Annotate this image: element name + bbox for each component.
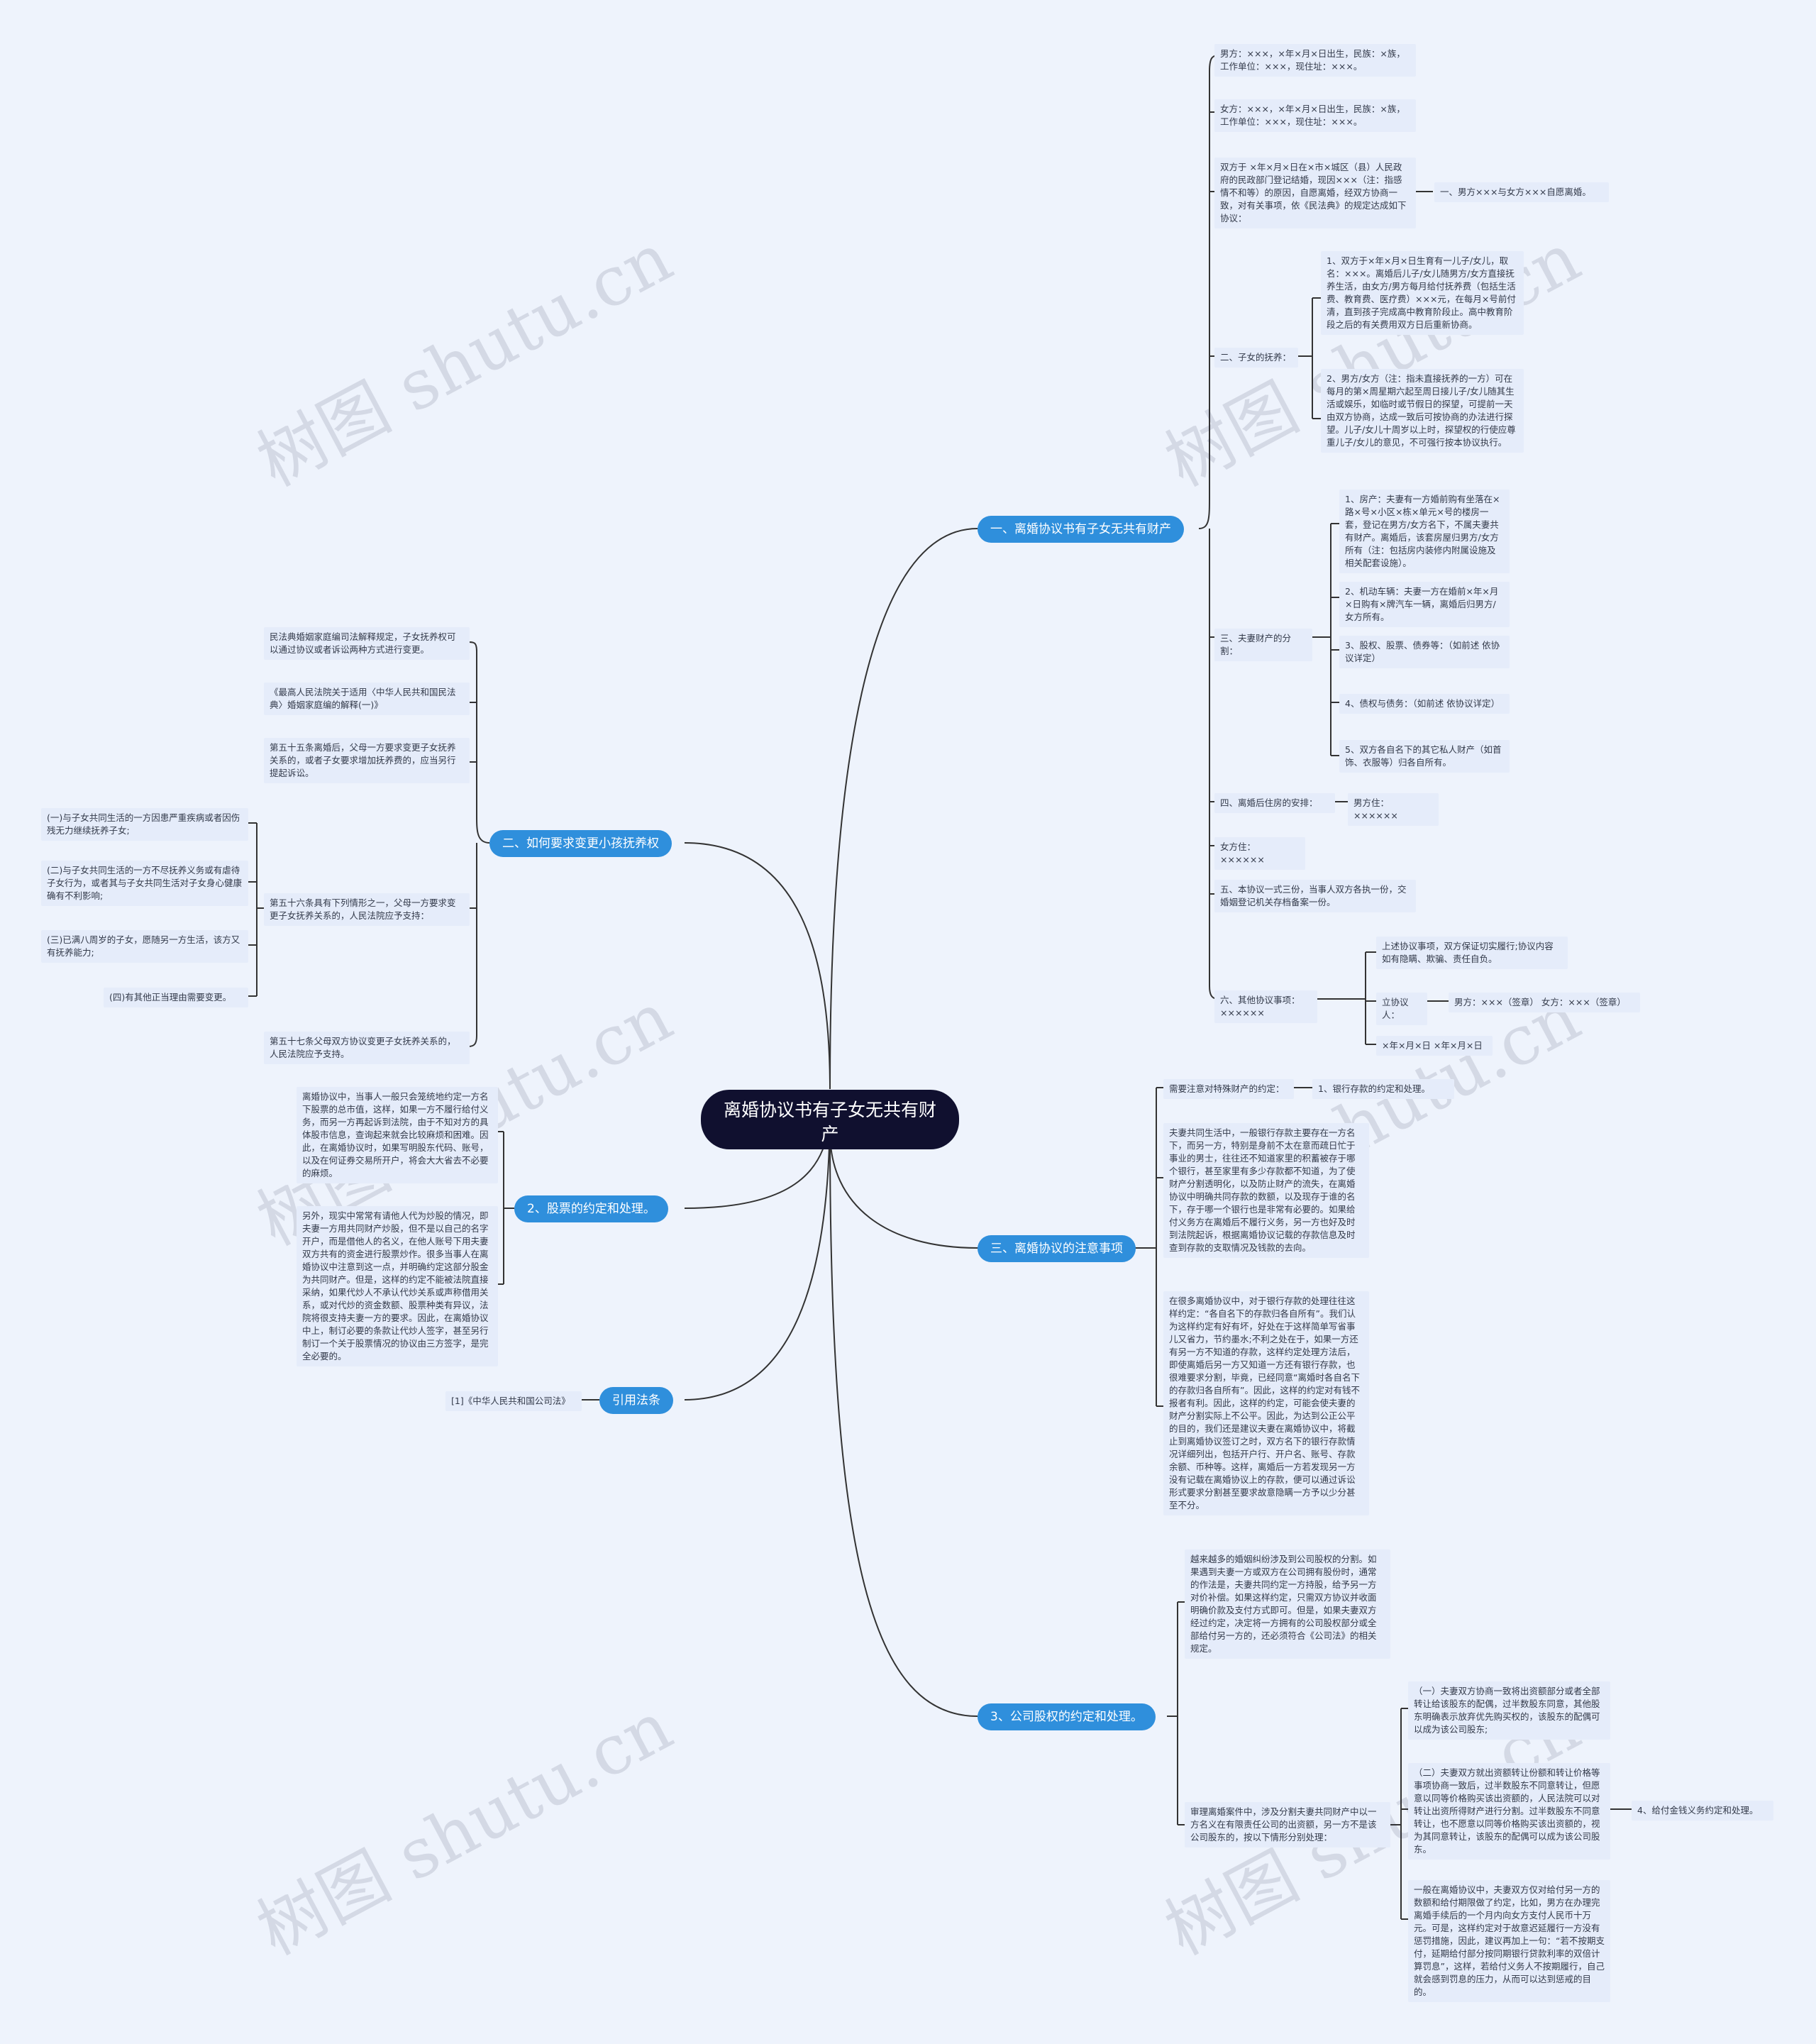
leaf-child-1[interactable]: 1、双方于×年×月×日生育有一儿子/女儿，取名：×××。离婚后儿子/女儿随男方/… <box>1321 251 1524 335</box>
leaf-custody-interpretation[interactable]: 《最高人民法院关于适用〈中华人民共和国民法典〉婚姻家庭编的解释(一)》 <box>264 683 470 715</box>
leaf-residence-woman[interactable]: 女方住：×××××× <box>1214 837 1305 870</box>
leaf-intro[interactable]: 双方于 ×年×月×日在×市×城区（县）人民政府的民政部门登记结婚，现因×××（注… <box>1214 158 1416 228</box>
leaf-prop-house[interactable]: 1、房产：夫妻有一方婚前购有坐落在×路×号×小区×栋×单元×号的楼房一套，登记在… <box>1339 490 1510 573</box>
leaf-equity-case-2[interactable]: （二）夫妻双方就出资额转让份额和转让价格等事项协商一致后，过半数股东不同意转让，… <box>1408 1763 1610 1860</box>
leaf-article-56-4[interactable]: (四)有其他正当理由需要变更。 <box>104 988 248 1007</box>
leaf-dates[interactable]: ×年×月×日 ×年×月×日 <box>1376 1036 1493 1056</box>
link-root-b2 <box>684 842 831 1090</box>
leaf-equity-cases[interactable]: 审理离婚案件中，涉及分割夫妻共同财产中以一方名义在有限责任公司的出资额，另一方不… <box>1185 1802 1390 1847</box>
leaf-other-guarantee[interactable]: 上述协议事项，双方保证切实履行;协议内容如有隐瞒、欺骗、责任自负。 <box>1376 937 1568 969</box>
leaf-other-title[interactable]: 六、其他协议事项：×××××× <box>1214 990 1317 1023</box>
leaf-copies[interactable]: 五、本协议一式三份，当事人双方各执一份，交婚姻登记机关存档备案一份。 <box>1214 880 1416 912</box>
leaf-equity-case-1[interactable]: （一）夫妻双方协商一致将出资额部分或者全部转让给该股东的配偶，过半数股东同意，其… <box>1408 1681 1610 1740</box>
leaf-stock-proxy[interactable]: 另外，现实中常常有请他人代为炒股的情况，即夫妻一方用共同财产炒股，但不是以自己的… <box>297 1206 498 1366</box>
leaf-child-2[interactable]: 2、男方/女方（注：指未直接抚养的一方）可在每月的第×周星期六起至周日接儿子/女… <box>1321 369 1524 453</box>
leaf-woman-info[interactable]: 女方：×××，×年×月×日出生，民族：×族，工作单位：×××，现住址：×××。 <box>1214 99 1416 132</box>
link-root-b6 <box>829 1131 978 1717</box>
leaf-prop-private[interactable]: 5、双方各自名下的其它私人财产（如首饰、衣服等）归各自所有。 <box>1339 740 1510 773</box>
leaf-intro-divorce[interactable]: 一、男方×××与女方×××自愿离婚。 <box>1434 182 1609 202</box>
leaf-article-56[interactable]: 第五十六条具有下列情形之一，父母一方要求变更子女抚养关系的，人民法院应予支持： <box>264 893 470 926</box>
leaf-signatures[interactable]: 男方：×××（签章） 女方：×××（签章） <box>1449 993 1640 1012</box>
leaf-prop-car[interactable]: 2、机动车辆：夫妻一方在婚前×年×月×日购有×牌汽车一辆，离婚后归男方/女方所有… <box>1339 582 1510 627</box>
leaf-payment-penalty[interactable]: 一般在离婚协议中，夫妻双方仅对给付另一方的数额和给付期限做了约定，比如，男方在办… <box>1408 1880 1610 2002</box>
leaf-equity-intro[interactable]: 越来越多的婚姻纠纷涉及到公司股权的分割。如果遇到夫妻一方或双方在公司拥有股份时，… <box>1185 1549 1390 1659</box>
leaf-residence-man[interactable]: 男方住：×××××× <box>1348 793 1439 826</box>
branch-agreement[interactable]: 一、离婚协议书有子女无共有财产 <box>978 516 1184 543</box>
leaf-article-56-3[interactable]: (三)已满八周岁的子女，愿随另一方生活，该方又有抚养能力; <box>41 930 248 963</box>
leaf-child-title[interactable]: 二、子女的抚养： <box>1214 348 1298 368</box>
leaf-deposit-clause[interactable]: 在很多离婚协议中，对于银行存款的处理往往这样约定：“各自名下的存款归各自所有”。… <box>1163 1291 1369 1515</box>
branch-equity[interactable]: 3、公司股权的约定和处理。 <box>978 1703 1156 1730</box>
link-root-b4 <box>684 1106 831 1401</box>
leaf-article-57[interactable]: 第五十七条父母双方协议变更子女抚养关系的，人民法院应予支持。 <box>264 1032 470 1064</box>
leaf-residence-title[interactable]: 四、离婚后住房的安排： <box>1214 793 1335 813</box>
link-root-b5 <box>829 1131 978 1249</box>
leaf-prop-stock[interactable]: 3、股权、股票、债券等：（如前述 依协议详定） <box>1339 636 1510 668</box>
leaf-signers[interactable]: 立协议人： <box>1376 993 1427 1025</box>
leaf-special-property[interactable]: 需要注意对特殊财产的约定： <box>1163 1079 1294 1099</box>
leaf-prop-debt[interactable]: 4、债权与债务：（如前述 依协议详定） <box>1339 694 1510 714</box>
leaf-payment-obligation[interactable]: 4、给付金钱义务约定和处理。 <box>1632 1801 1773 1821</box>
leaf-custody-law[interactable]: 民法典婚姻家庭编司法解释规定，子女抚养权可以通过协议或者诉讼两种方式进行变更。 <box>264 627 470 660</box>
branch-stocks[interactable]: 2、股票的约定和处理。 <box>514 1195 668 1222</box>
leaf-prop-title[interactable]: 三、夫妻财产的分割： <box>1214 629 1312 661</box>
root-node[interactable]: 离婚协议书有子女无共有财产 <box>701 1090 959 1149</box>
branch-notes[interactable]: 三、离婚协议的注意事项 <box>978 1235 1136 1262</box>
leaf-company-law[interactable]: [1]《中华人民共和国公司法》 <box>445 1391 582 1411</box>
leaf-man-info[interactable]: 男方：×××，×年×月×日出生，民族：×族，工作单位：×××，现住址：×××。 <box>1214 44 1416 77</box>
leaf-deposit-disclosure[interactable]: 夫妻共同生活中，一般银行存款主要存在一方名下，而另一方，特别是身前不太在意而疏日… <box>1163 1123 1369 1258</box>
branch-citations[interactable]: 引用法条 <box>599 1387 673 1414</box>
link-root-b1 <box>829 528 978 1090</box>
leaf-stock-account[interactable]: 离婚协议中，当事人一般只会笼统地约定一方名下股票的总市值，这样，如果一方不履行给… <box>297 1087 498 1183</box>
leaf-article-56-2[interactable]: (二)与子女共同生活的一方不尽抚养义务或有虐待子女行为，或者其与子女共同生活对子… <box>41 861 248 906</box>
leaf-article-55[interactable]: 第五十五条离婚后，父母一方要求变更子女抚养关系的，或者子女要求增加抚养费的，应当… <box>264 738 470 783</box>
leaf-bank-deposit[interactable]: 1、银行存款的约定和处理。 <box>1312 1079 1454 1099</box>
leaf-article-56-1[interactable]: (一)与子女共同生活的一方因患严重疾病或者因伤残无力继续抚养子女; <box>41 808 248 841</box>
branch-custody-change[interactable]: 二、如何要求变更小孩抚养权 <box>489 830 672 857</box>
